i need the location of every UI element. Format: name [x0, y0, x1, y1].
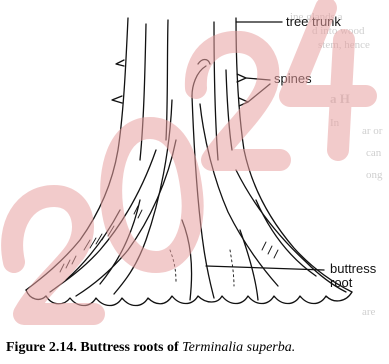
- label-tree-trunk: tree trunk: [286, 15, 341, 29]
- bark-line: [226, 70, 232, 150]
- spine: [116, 60, 124, 66]
- bark-line: [140, 24, 146, 160]
- caption-title: Buttress roots of: [80, 340, 178, 355]
- root-ridge: [192, 66, 206, 96]
- caption-species-name: Terminalia superba.: [182, 340, 295, 355]
- bark-detail: [230, 250, 234, 286]
- spine: [239, 98, 248, 106]
- label-spines: spines: [274, 72, 312, 86]
- caption-figure-number: Figure 2.14.: [6, 340, 77, 355]
- bark-knot: [198, 60, 210, 65]
- figure-caption: Figure 2.14. Buttress roots of Terminali…: [6, 340, 389, 356]
- spine: [237, 74, 246, 82]
- root-ridge: [200, 104, 278, 286]
- trunk-left-edge: [26, 18, 128, 290]
- root-ridge: [240, 230, 258, 300]
- bark-line: [214, 22, 218, 160]
- root-ridge: [114, 100, 172, 294]
- root-ridge: [76, 140, 176, 296]
- leader-line-spines: [246, 78, 270, 102]
- label-buttress-line1: buttress: [330, 262, 376, 276]
- root-ridge: [50, 150, 156, 292]
- bark-detail: [170, 250, 176, 282]
- bark-hatching: [262, 242, 278, 258]
- root-ridge: [182, 220, 192, 300]
- spine: [112, 96, 122, 103]
- label-buttress-line2: root: [330, 276, 352, 290]
- bark-line: [166, 20, 168, 140]
- scalloped-base: [26, 290, 352, 306]
